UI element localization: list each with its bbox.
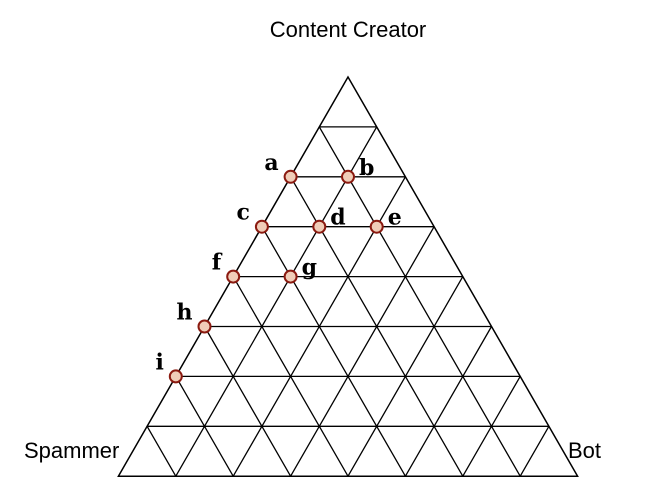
grid-line-diagonal-right [203,326,292,477]
corner-label-right: Bot [568,438,601,463]
point-label-e: e [388,205,402,231]
point-i [168,369,183,384]
point-c [254,219,269,234]
grid-line-diagonal-left [290,226,435,477]
grid-line-diagonal-left [175,126,378,477]
point-b [341,169,355,184]
corner-label-top: Content Creator [270,17,427,42]
grid-line-diagonal-right [261,226,406,477]
point-label-d: d [330,205,345,231]
point-g [283,269,298,284]
points-layer: a b c d e f g hi [155,150,402,384]
grid-line-diagonal-right [318,126,521,477]
point-h [197,319,212,334]
point-d [312,219,327,234]
corner-label-left: Spammer [24,438,119,463]
grid-line-diagonal-left [404,326,493,477]
triangle-grid [117,75,579,477]
grid-line-diagonal-left [462,376,521,477]
point-label-f: f [212,250,223,276]
point-label-a: a [264,150,278,176]
point-f [226,269,241,284]
grid-line-diagonal-right [175,376,234,477]
grid-line-diagonal-left [347,276,464,477]
point-label-b: b [359,155,374,181]
grid-line-diagonal-left [519,425,550,477]
point-label-g: g [302,255,317,281]
point-a [283,169,298,184]
grid-line-diagonal-right [232,276,349,477]
point-label-i: i [155,349,163,375]
grid-line-diagonal-right [146,425,177,477]
point-label-h: h [177,300,193,326]
point-e [369,219,384,234]
point-label-c: c [236,200,249,226]
